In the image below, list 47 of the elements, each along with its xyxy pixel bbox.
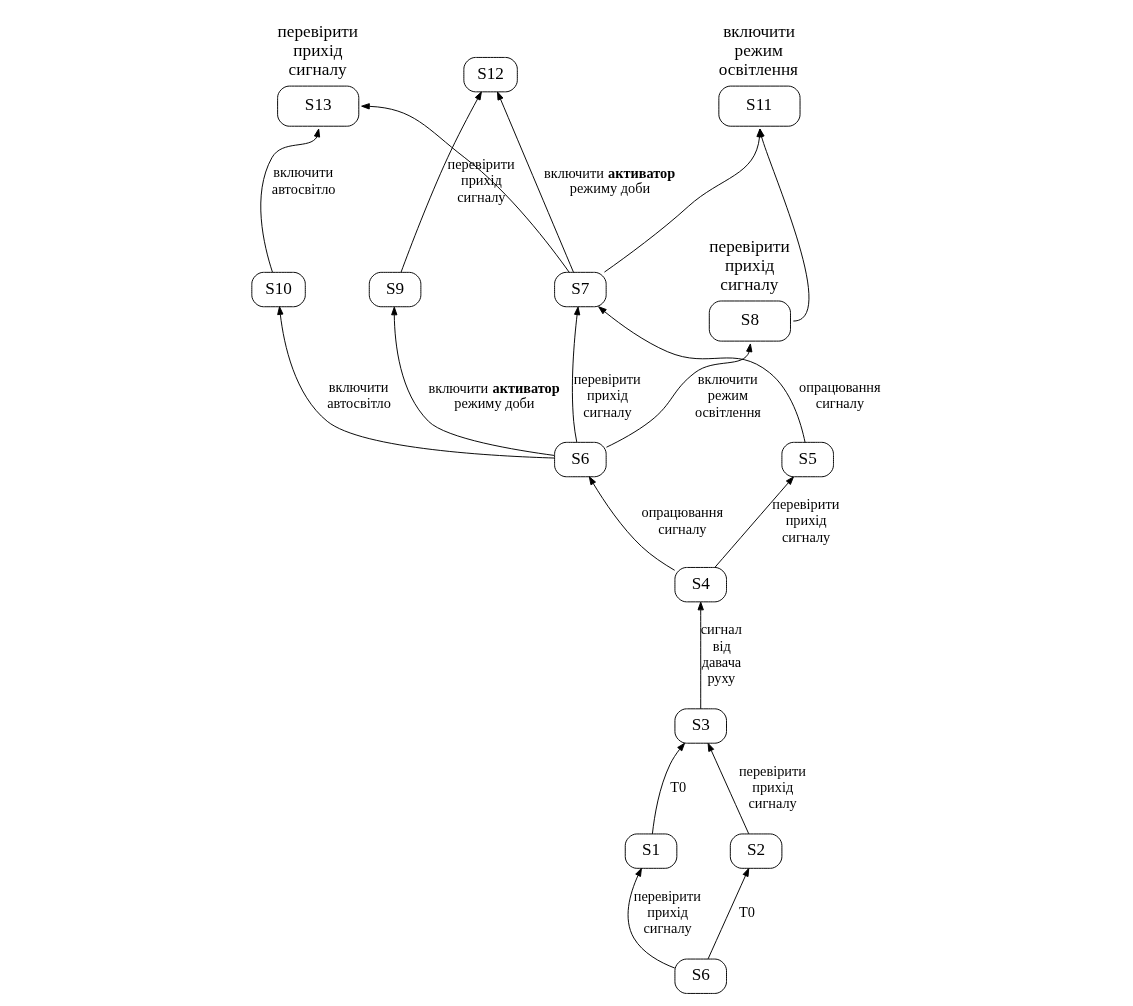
- arrow: [259, 128, 320, 273]
- edge-label: включити автосвітло: [326, 379, 391, 412]
- node-label: включити режим освітлення: [718, 21, 798, 80]
- node-box: S13: [276, 85, 359, 127]
- edge-label: T0: [738, 904, 755, 921]
- node-box: S1: [624, 833, 677, 869]
- arrow: [697, 601, 704, 710]
- node-label: перевірити прихід сигналу: [277, 21, 358, 80]
- node-label: перевірити прихід сигналу: [708, 236, 790, 294]
- node-box: S2: [729, 833, 782, 869]
- edge-label: перевірити прихід сигналу: [633, 887, 701, 937]
- node-box: S10: [250, 271, 306, 308]
- arrow: [571, 306, 580, 443]
- arrow: [707, 742, 749, 835]
- node-box: S12: [462, 56, 518, 93]
- edge-label: сигнал від давача руху: [700, 621, 742, 687]
- edge-label: T0: [669, 778, 686, 795]
- node-box: S4: [673, 567, 727, 603]
- arrow: [597, 306, 805, 443]
- arrow: [588, 476, 675, 571]
- edge-label: включити автосвітло: [271, 164, 335, 197]
- node-box: S11: [717, 85, 800, 127]
- node-box: S7: [553, 271, 607, 308]
- edge-label: включити активатор режиму доби: [428, 380, 560, 411]
- edge-label: включити активатор режиму доби: [543, 165, 675, 196]
- edge-label: перевірити прихід сигналу: [738, 762, 806, 812]
- node-box: S9: [368, 271, 421, 308]
- edge-label: включити режим освітлення: [694, 371, 761, 420]
- arrow: [713, 476, 794, 568]
- node-box: S8: [708, 300, 791, 342]
- arrow: [276, 306, 555, 459]
- arrow: [627, 867, 675, 969]
- arrow: [496, 91, 574, 273]
- edge-label: перевірити прихід сигналу: [573, 371, 641, 420]
- node-box: S6: [553, 441, 607, 478]
- arrow: [360, 103, 570, 273]
- arrow: [651, 742, 685, 835]
- edge-label: опрацювання сигналу: [641, 504, 723, 537]
- arrow: [707, 868, 749, 960]
- arrow: [605, 343, 752, 448]
- edge-label: опрацювання сигналу: [798, 379, 881, 412]
- node-box: S3: [673, 708, 727, 744]
- node-box: S5: [780, 441, 834, 478]
- arrow: [390, 306, 555, 456]
- edge-label: перевірити прихід сигналу: [771, 496, 839, 545]
- arrow: [400, 91, 482, 273]
- node-box: S6: [673, 958, 727, 994]
